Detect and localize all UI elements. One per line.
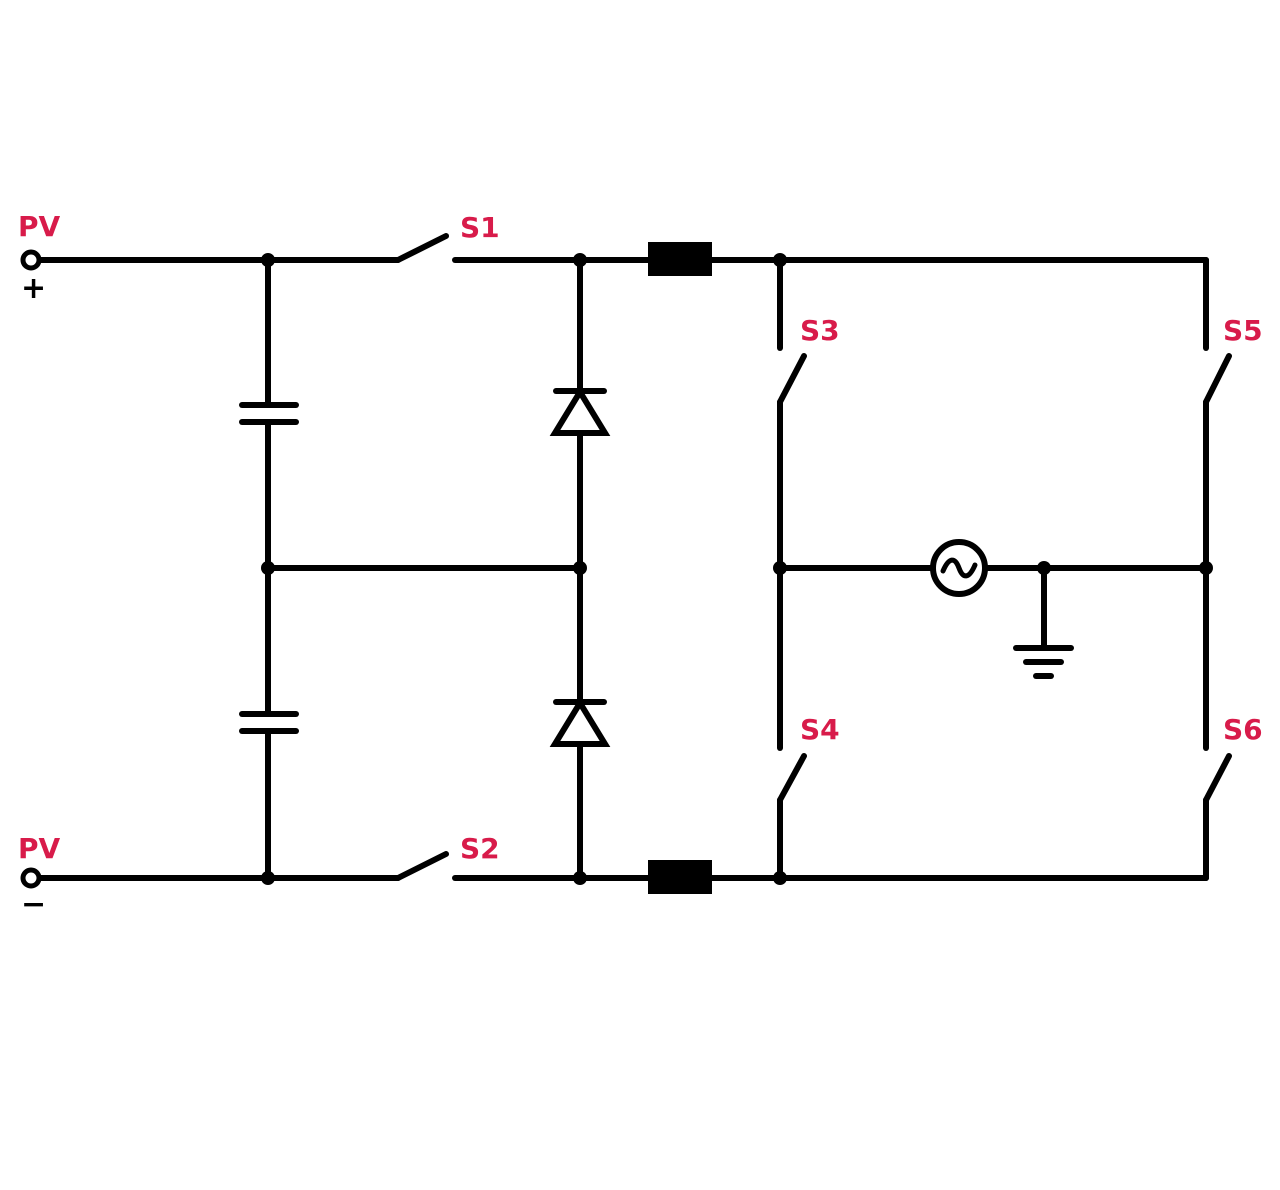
label-s4: S4 <box>800 713 840 746</box>
ground-icon <box>1013 565 1074 679</box>
diode-bottom <box>549 697 611 747</box>
label-s3: S3 <box>800 314 840 347</box>
label-s2: S2 <box>460 832 500 865</box>
switch-s2 <box>395 851 449 881</box>
label-pv-negative: PV <box>18 832 61 865</box>
label-s5: S5 <box>1223 314 1263 347</box>
inductor-top <box>648 242 712 276</box>
inductor-bottom <box>648 860 712 894</box>
ac-source-icon <box>930 539 988 597</box>
switch-s3 <box>777 353 807 405</box>
switch-s4 <box>777 753 807 803</box>
pv-negative-terminal <box>20 867 42 889</box>
label-s1: S1 <box>460 211 500 244</box>
label-s6: S6 <box>1223 713 1263 746</box>
switch-s1 <box>395 233 449 263</box>
pv-positive-terminal <box>20 249 42 271</box>
switch-s6 <box>1203 753 1232 803</box>
junction-dots <box>261 253 1213 885</box>
label-pv-positive-sign: + <box>21 271 46 306</box>
capacitor-bottom <box>239 711 299 734</box>
diode-top <box>549 386 611 436</box>
capacitor-top <box>239 402 299 425</box>
label-pv-negative-sign: − <box>21 887 46 922</box>
switch-s5 <box>1203 353 1232 405</box>
label-pv-positive: PV <box>18 210 61 243</box>
